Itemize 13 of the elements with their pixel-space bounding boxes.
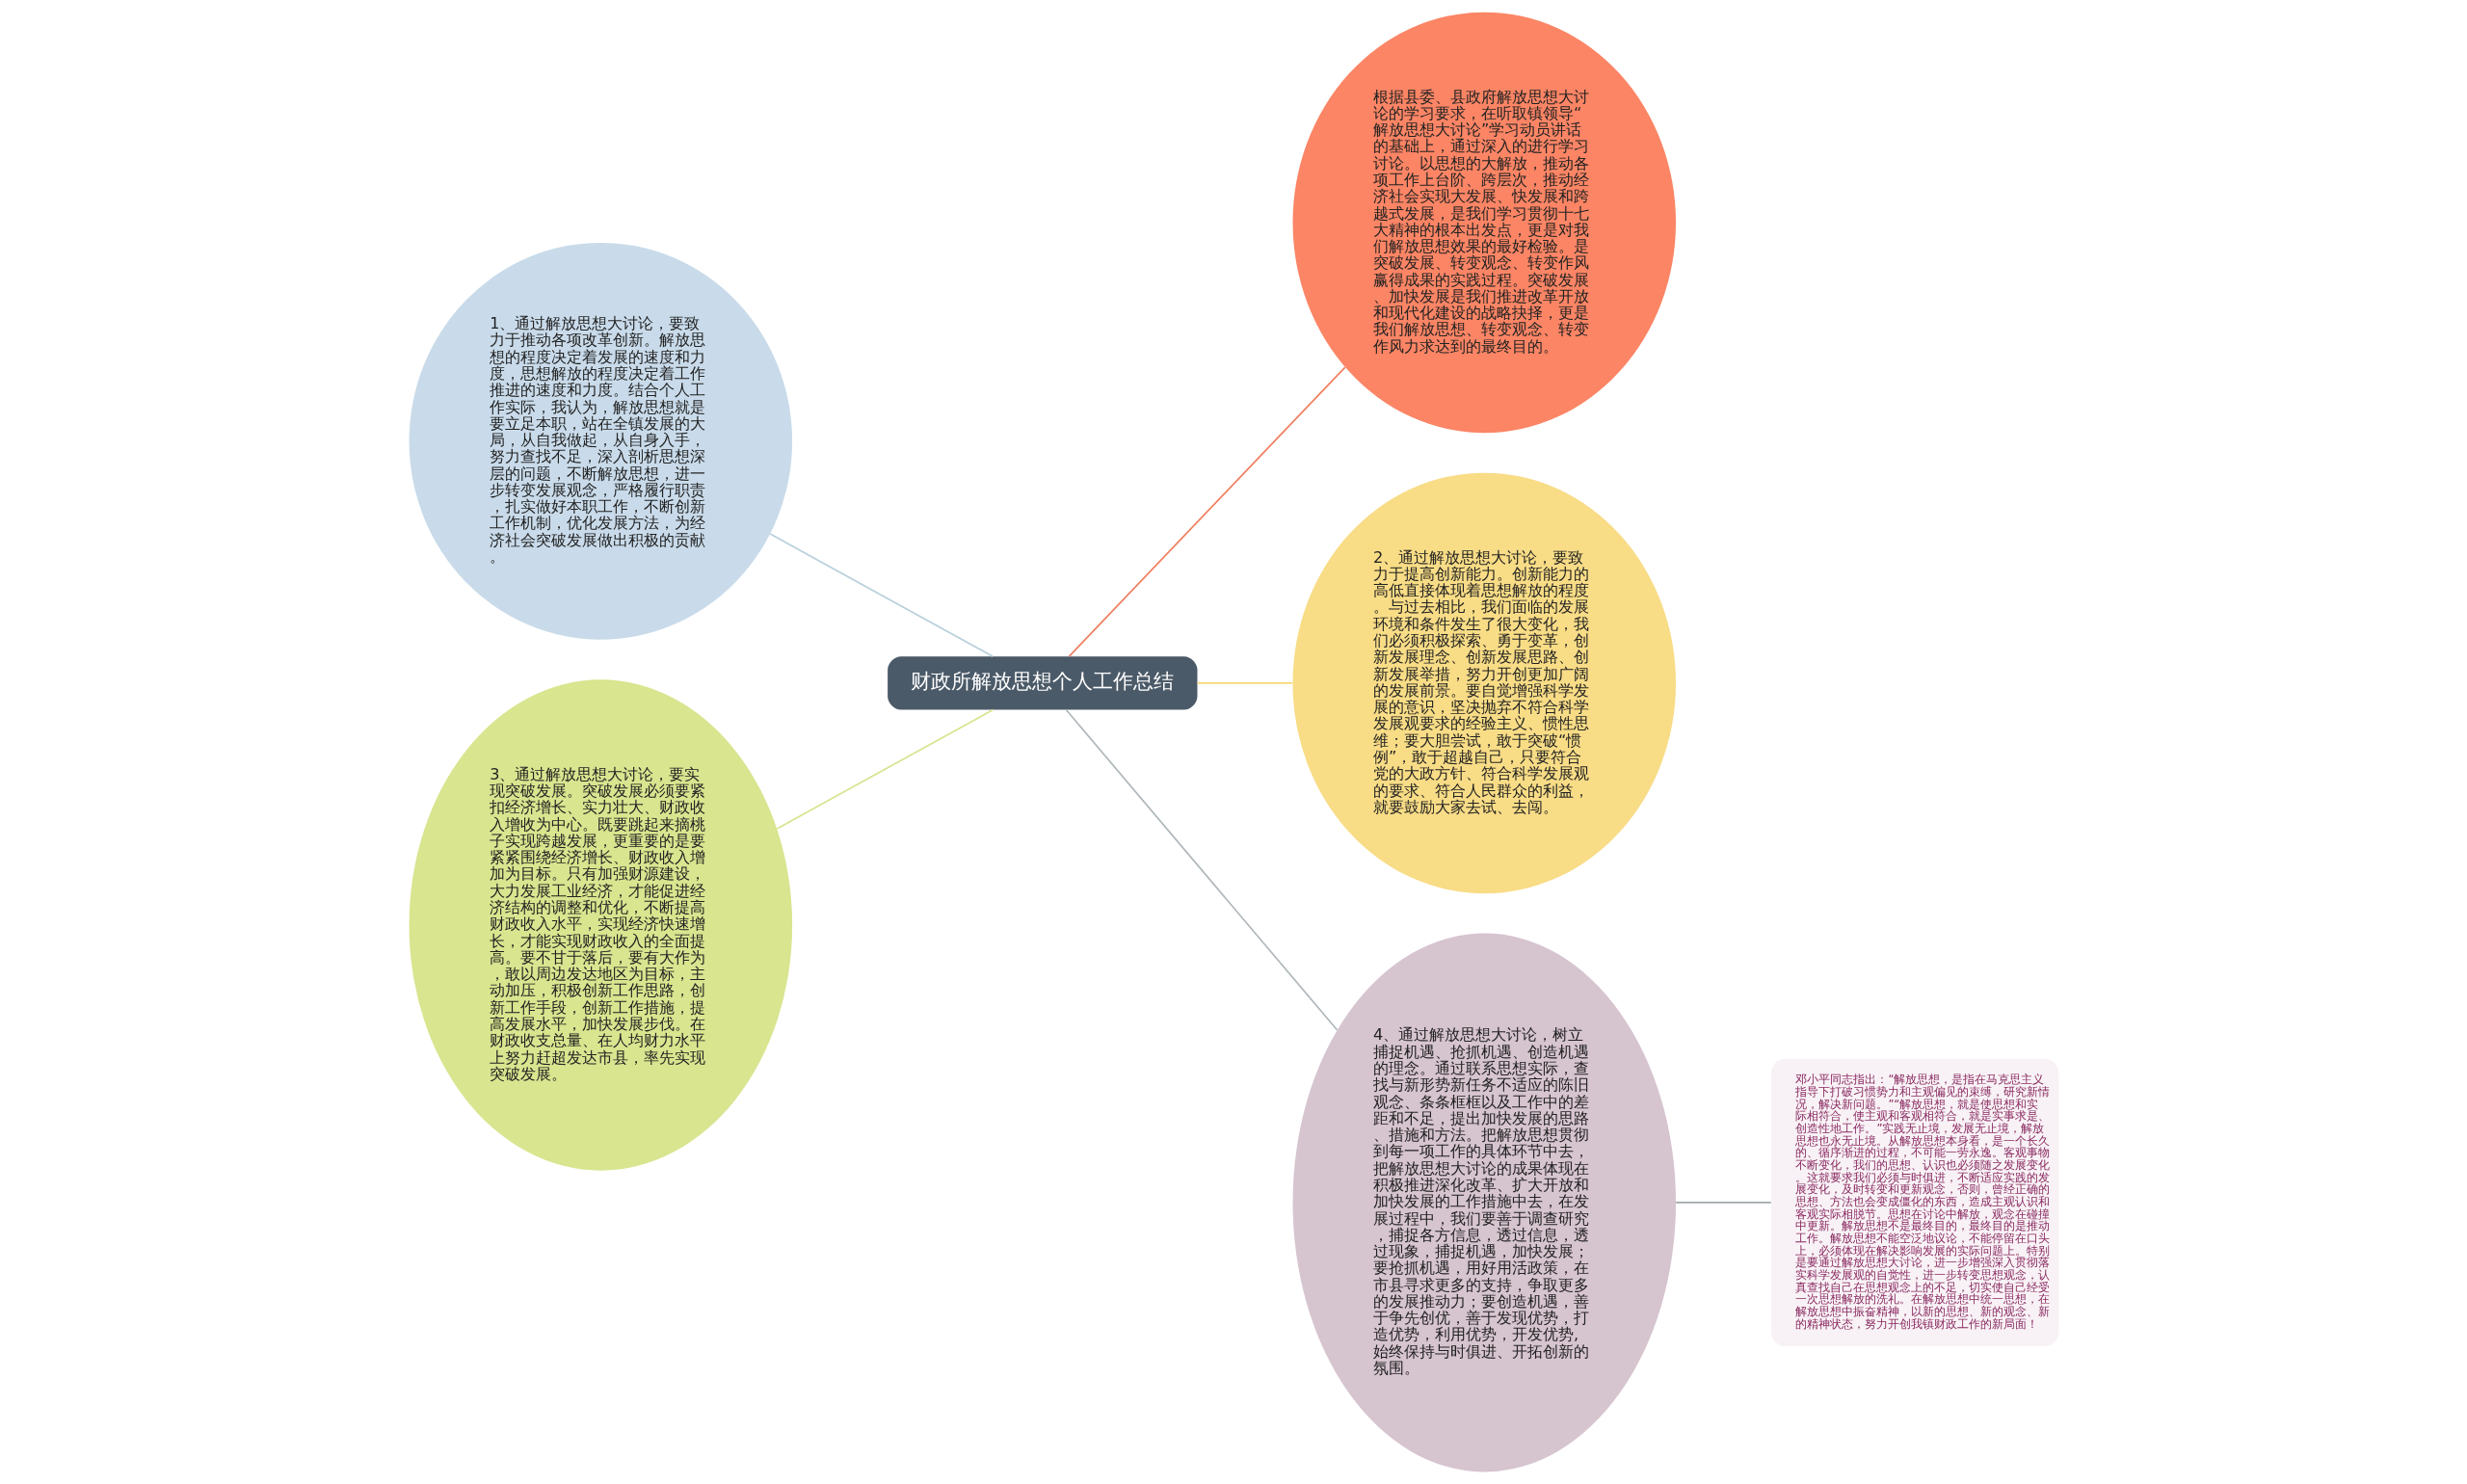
connector xyxy=(776,708,994,830)
connector xyxy=(1068,366,1346,658)
connector xyxy=(1674,1202,1772,1204)
node-ellipse: 3、通过解放思想大讨论，要实现突破发展。突破发展必须要紧扣经济增长、实力壮大、财政收入增收为中心。既要跳起来摘桃子实现跨越发展，更重要的是要紧紧围绕经济增长、财政收入增加为目标。只有加强财源建设，大力发展工业经济，才能促进经济结构的调整和优化，不断提高财政收入水平，实现经济快速增长，才能实现财政收入的全面提高。要不甘于落后，要有大作为，敢以周边发达地区为目标，主动加压，积极创新工作思路，创新工作手段，创新工作措施，提高发展水平，加快发展步伐。在财政收支总量、在人均财力水平上努力赶超发达市县，率先实现突破发展。 xyxy=(409,679,792,1171)
connector xyxy=(768,533,994,658)
connector xyxy=(1065,708,1338,1031)
node-ellipse: 4、通过解放思想大讨论，树立捕捉机遇、抢抓机遇、创造机遇的理念。通过联系思想实际，查找与新形势新任务不适应的陈旧观念、条条框框以及工作中的差距和不足，提出加快发展的思路、措施和方法。把解放思想贯彻到每一项工作的具体环节中去，把解放思想大讨论的成果体现在积极推进深化改革、扩大开放和加快发展的工作措施中去，在发展过程中，我们要善于调查研究，捕捉各方信息，透过信息，透过现象，捕捉机遇，加快发展；要抢抓机遇，用好用活政策，在市县寻求更多的支持，争取更多的发展推动力；要创造机遇，善于争先创优，善于发现优势，打造优势，利用优势，开发优势,始终保持与时俱进、开拓创新的氛围。 xyxy=(1292,933,1676,1472)
node-box: 财政所解放思想个人工作总结 xyxy=(887,656,1197,710)
node-circle: 1、通过解放思想大讨论，要致力于推动各项改革创新。解放思想的程度决定着发展的速度和力度，思想解放的程度决定着工作推进的速度和力度。结合个人工作实际，我认为，解放思想就是要立足本职，站在全镇发展的大局，从自我做起，从自身入手，努力查找不足，深入剖析思想深层的问题，不断解放思想，进一步转变发展观念，严格履行职责，扎实做好本职工作，不断创新工作机制，优化发展方法，为经济社会突破发展做出积极的贡献。 xyxy=(409,242,792,640)
node-circle: 2、通过解放思想大讨论，要致力于提高创新能力。创新能力的高低直接体现着思想解放的程度。与过去相比，我们面临的发展环境和条件发生了很大变化，我们必须积极探索、勇于变革，创新发展理念、创新发展思路、创新发展举措，努力开创更加广阔的发展前景。要自觉增强科学发展的意识，坚决抛弃不符合科学发展观要求的经验主义、惯性思维；要大胆尝试，敢于突破“惯例”，敢于超越自己，只要符合党的大政方针、符合科学发展观的要求、符合人民群众的利益，就要鼓励大家去试、去闯。 xyxy=(1292,472,1676,894)
connector xyxy=(1196,682,1293,684)
node-circle: 根据县委、县政府解放思想大讨论的学习要求，在听取镇领导“解放思想大讨论”学习动员讲话的基础上，通过深入的进行学习讨论。以思想的大解放，推动各项工作上台阶、跨层次，推动经济社会实现大发展、快发展和跨越式发展，是我们学习贯彻十七大精神的根本出发点，更是对我们解放思想效果的最好检验。是突破发展、转变观念、转变作风赢得成果的实践过程。突破发展、加快发展是我们推进改革开放和现代化建设的战略抉择，更是我们解放思想、转变观念、转变作风力求达到的最终目的。 xyxy=(1292,12,1676,434)
node-box: 邓小平同志指出：“解放思想，是指在马克思主义指导下打破习惯势力和主观偏见的束缚，研究新情况，解决新问题。”“解放思想，就是使思想和实际相符合，使主观和客观相符合，就是实事求是、创造性地工作。”实践无止境，发展无止境，解放思想也永无止境。从解放思想本身看，是一个长久的、循序渐进的过程，不可能一劳永逸。客观事物不断变化，我们的思想、认识也必须随之发展变化。这就要求我们必须与时俱进，不断适应实践的发展变化，及时转变和更新观念，否则，曾经正确的思想、方法也会变成僵化的东西，造成主观认识和客观实际相脱节。思想在讨论中解放，观念在碰撞中更新。解放思想不是最终目的，最终目的是推动工作。解放思想不能空泛地议论，不能停留在口头上，必须体现在解决影响发展的实际问题上。特别是要通过解放思想大讨论，进一步增强深入贯彻落实科学发展观的自觉性，进一步转变思想观念，认真查找自己在思想观念上的不足，切实使自己经受一次思想解放的洗礼。在解放思想中统一思想，在解放思想中振奋精神，以新的思想、新的观念、新的精神状态，努力开创我镇财政工作的新局面！ xyxy=(1770,1058,2058,1347)
